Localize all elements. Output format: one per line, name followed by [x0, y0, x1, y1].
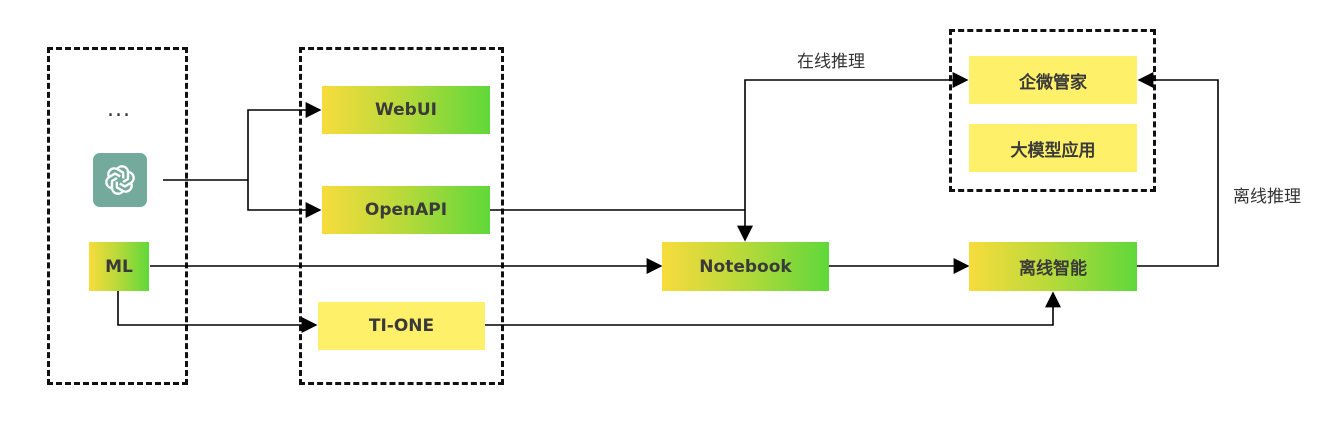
tione-box: TI-ONE — [318, 302, 485, 350]
ml-box: ML — [89, 242, 149, 291]
ml-label: ML — [105, 256, 133, 277]
qiwei-box: 企微管家 — [969, 56, 1137, 104]
offline-intelligence-box: 离线智能 — [969, 242, 1137, 291]
edge-online-inference — [744, 72, 969, 210]
webui-box: WebUI — [322, 86, 490, 134]
edge-branch-openapi — [247, 180, 322, 218]
right-group-frame — [949, 29, 1156, 192]
edge-tione-offline — [485, 291, 1061, 326]
webui-label: WebUI — [375, 100, 437, 120]
ellipsis: ... — [107, 97, 131, 122]
edge-offline-inference — [1137, 72, 1219, 267]
openapi-box: OpenAPI — [322, 186, 490, 234]
tione-label: TI-ONE — [368, 316, 435, 336]
online-inference-label: 在线推理 — [797, 52, 865, 72]
offline-intelligence-label: 离线智能 — [1019, 259, 1087, 279]
openai-logo-icon — [93, 153, 147, 207]
notebook-label: Notebook — [699, 256, 792, 277]
openapi-label: OpenAPI — [364, 200, 448, 220]
llm-app-label: 大模型应用 — [1010, 140, 1096, 161]
llm-app-box: 大模型应用 — [969, 124, 1137, 172]
qiwei-label: 企微管家 — [1019, 72, 1087, 93]
offline-inference-label: 离线推理 — [1233, 187, 1301, 207]
edge-ml-tione — [117, 291, 318, 333]
edge-branch-webui — [247, 102, 322, 180]
notebook-box: Notebook — [662, 242, 829, 291]
middle-group-frame — [299, 47, 504, 385]
edge-openapi-notebook — [490, 209, 753, 242]
left-group-frame — [47, 47, 188, 385]
